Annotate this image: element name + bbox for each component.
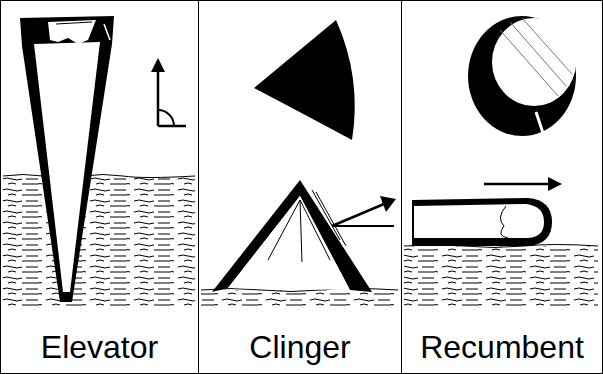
recumbent-illustration xyxy=(404,16,598,306)
clinger-illustration xyxy=(201,20,398,306)
panel-label: Elevator xyxy=(37,330,162,373)
panel-box: Clinger xyxy=(198,0,402,374)
panel-box: Recumbent xyxy=(401,0,603,374)
elevator-illustration xyxy=(3,16,195,306)
panel-label: Recumbent xyxy=(416,330,588,373)
panel-box: Elevator xyxy=(0,0,199,374)
panel-label: Clinger xyxy=(245,330,354,373)
